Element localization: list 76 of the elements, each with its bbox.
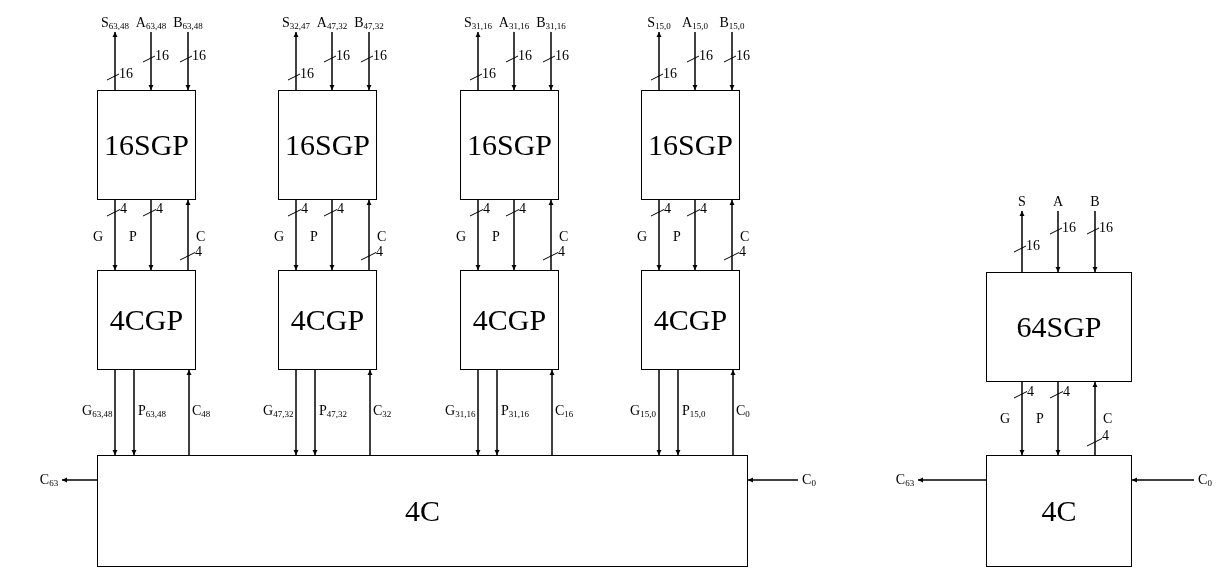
arrow xyxy=(293,199,299,271)
edge-label: G$_{15,0}$ xyxy=(630,403,656,422)
arrow xyxy=(185,31,191,91)
arrow xyxy=(293,369,299,456)
edge-label: P$_{47,32}$ xyxy=(319,403,348,422)
arrow xyxy=(1131,477,1195,483)
arrow xyxy=(366,199,372,271)
arrow xyxy=(548,199,554,271)
arrow xyxy=(112,31,118,91)
arrow xyxy=(675,369,681,456)
arrow xyxy=(747,477,799,483)
block-box: 16SGP xyxy=(641,90,740,200)
arrow xyxy=(185,199,191,271)
arrow xyxy=(1092,210,1098,273)
arrow xyxy=(1092,381,1098,456)
block-box: 16SGP xyxy=(278,90,377,200)
block-box: 4CGP xyxy=(97,270,196,370)
block-box: 4CGP xyxy=(460,270,559,370)
signal-name: C$_{63}$ xyxy=(36,471,62,492)
arrow xyxy=(729,199,735,271)
arrow xyxy=(917,477,987,483)
signal-name: B xyxy=(1085,193,1105,211)
block-box: 16SGP xyxy=(97,90,196,200)
arrow xyxy=(475,31,481,91)
arrow xyxy=(112,369,118,456)
arrow xyxy=(656,199,662,271)
arrow xyxy=(312,369,318,456)
signal-name: A xyxy=(1048,193,1068,211)
arrow xyxy=(494,369,500,456)
signal-name: B$_{31,16}$ xyxy=(531,14,571,35)
block-box: 4CGP xyxy=(641,270,740,370)
signal-name: C$_{0}$ xyxy=(1194,471,1216,492)
arrow xyxy=(1019,210,1025,273)
arrow xyxy=(131,369,137,456)
edge-label: P$_{15,0}$ xyxy=(682,403,706,422)
arrow xyxy=(329,31,335,91)
signal-name: C$_{0}$ xyxy=(798,471,820,492)
edge-label: G$_{63,48}$ xyxy=(82,403,113,422)
edge-label: G$_{31,16}$ xyxy=(445,403,476,422)
edge-label: G$_{47,32}$ xyxy=(263,403,294,422)
arrow xyxy=(692,31,698,91)
signal-name: B$_{63,48}$ xyxy=(168,14,208,35)
arrow xyxy=(61,477,98,483)
arrow xyxy=(548,31,554,91)
arrow xyxy=(366,31,372,91)
arrow xyxy=(656,31,662,91)
block-box: 4CGP xyxy=(278,270,377,370)
arrow xyxy=(329,199,335,271)
arrow xyxy=(729,31,735,91)
block-box: 64SGP xyxy=(986,272,1132,382)
arrow xyxy=(1055,381,1061,456)
arrow xyxy=(730,369,736,456)
arrow xyxy=(692,199,698,271)
arrow xyxy=(1055,210,1061,273)
arrow xyxy=(549,369,555,456)
arrow xyxy=(475,369,481,456)
arrow xyxy=(475,199,481,271)
arrow xyxy=(293,31,299,91)
arrow xyxy=(112,199,118,271)
arrow xyxy=(511,199,517,271)
arrow xyxy=(148,199,154,271)
arrow xyxy=(367,369,373,456)
block-box: 4C xyxy=(97,455,748,567)
arrow xyxy=(656,369,662,456)
arrow xyxy=(148,31,154,91)
block-box: 16SGP xyxy=(460,90,559,200)
signal-name: B$_{15,0}$ xyxy=(712,14,752,35)
arrow xyxy=(1019,381,1025,456)
block-box: 4C xyxy=(986,455,1132,567)
edge-label: P$_{31,16}$ xyxy=(501,403,530,422)
arrow xyxy=(186,369,192,456)
arrow xyxy=(511,31,517,91)
signal-name: B$_{47,32}$ xyxy=(349,14,389,35)
edge-label: P$_{63,48}$ xyxy=(138,403,167,422)
signal-name: S xyxy=(1012,193,1032,211)
signal-name: C$_{63}$ xyxy=(892,471,918,492)
